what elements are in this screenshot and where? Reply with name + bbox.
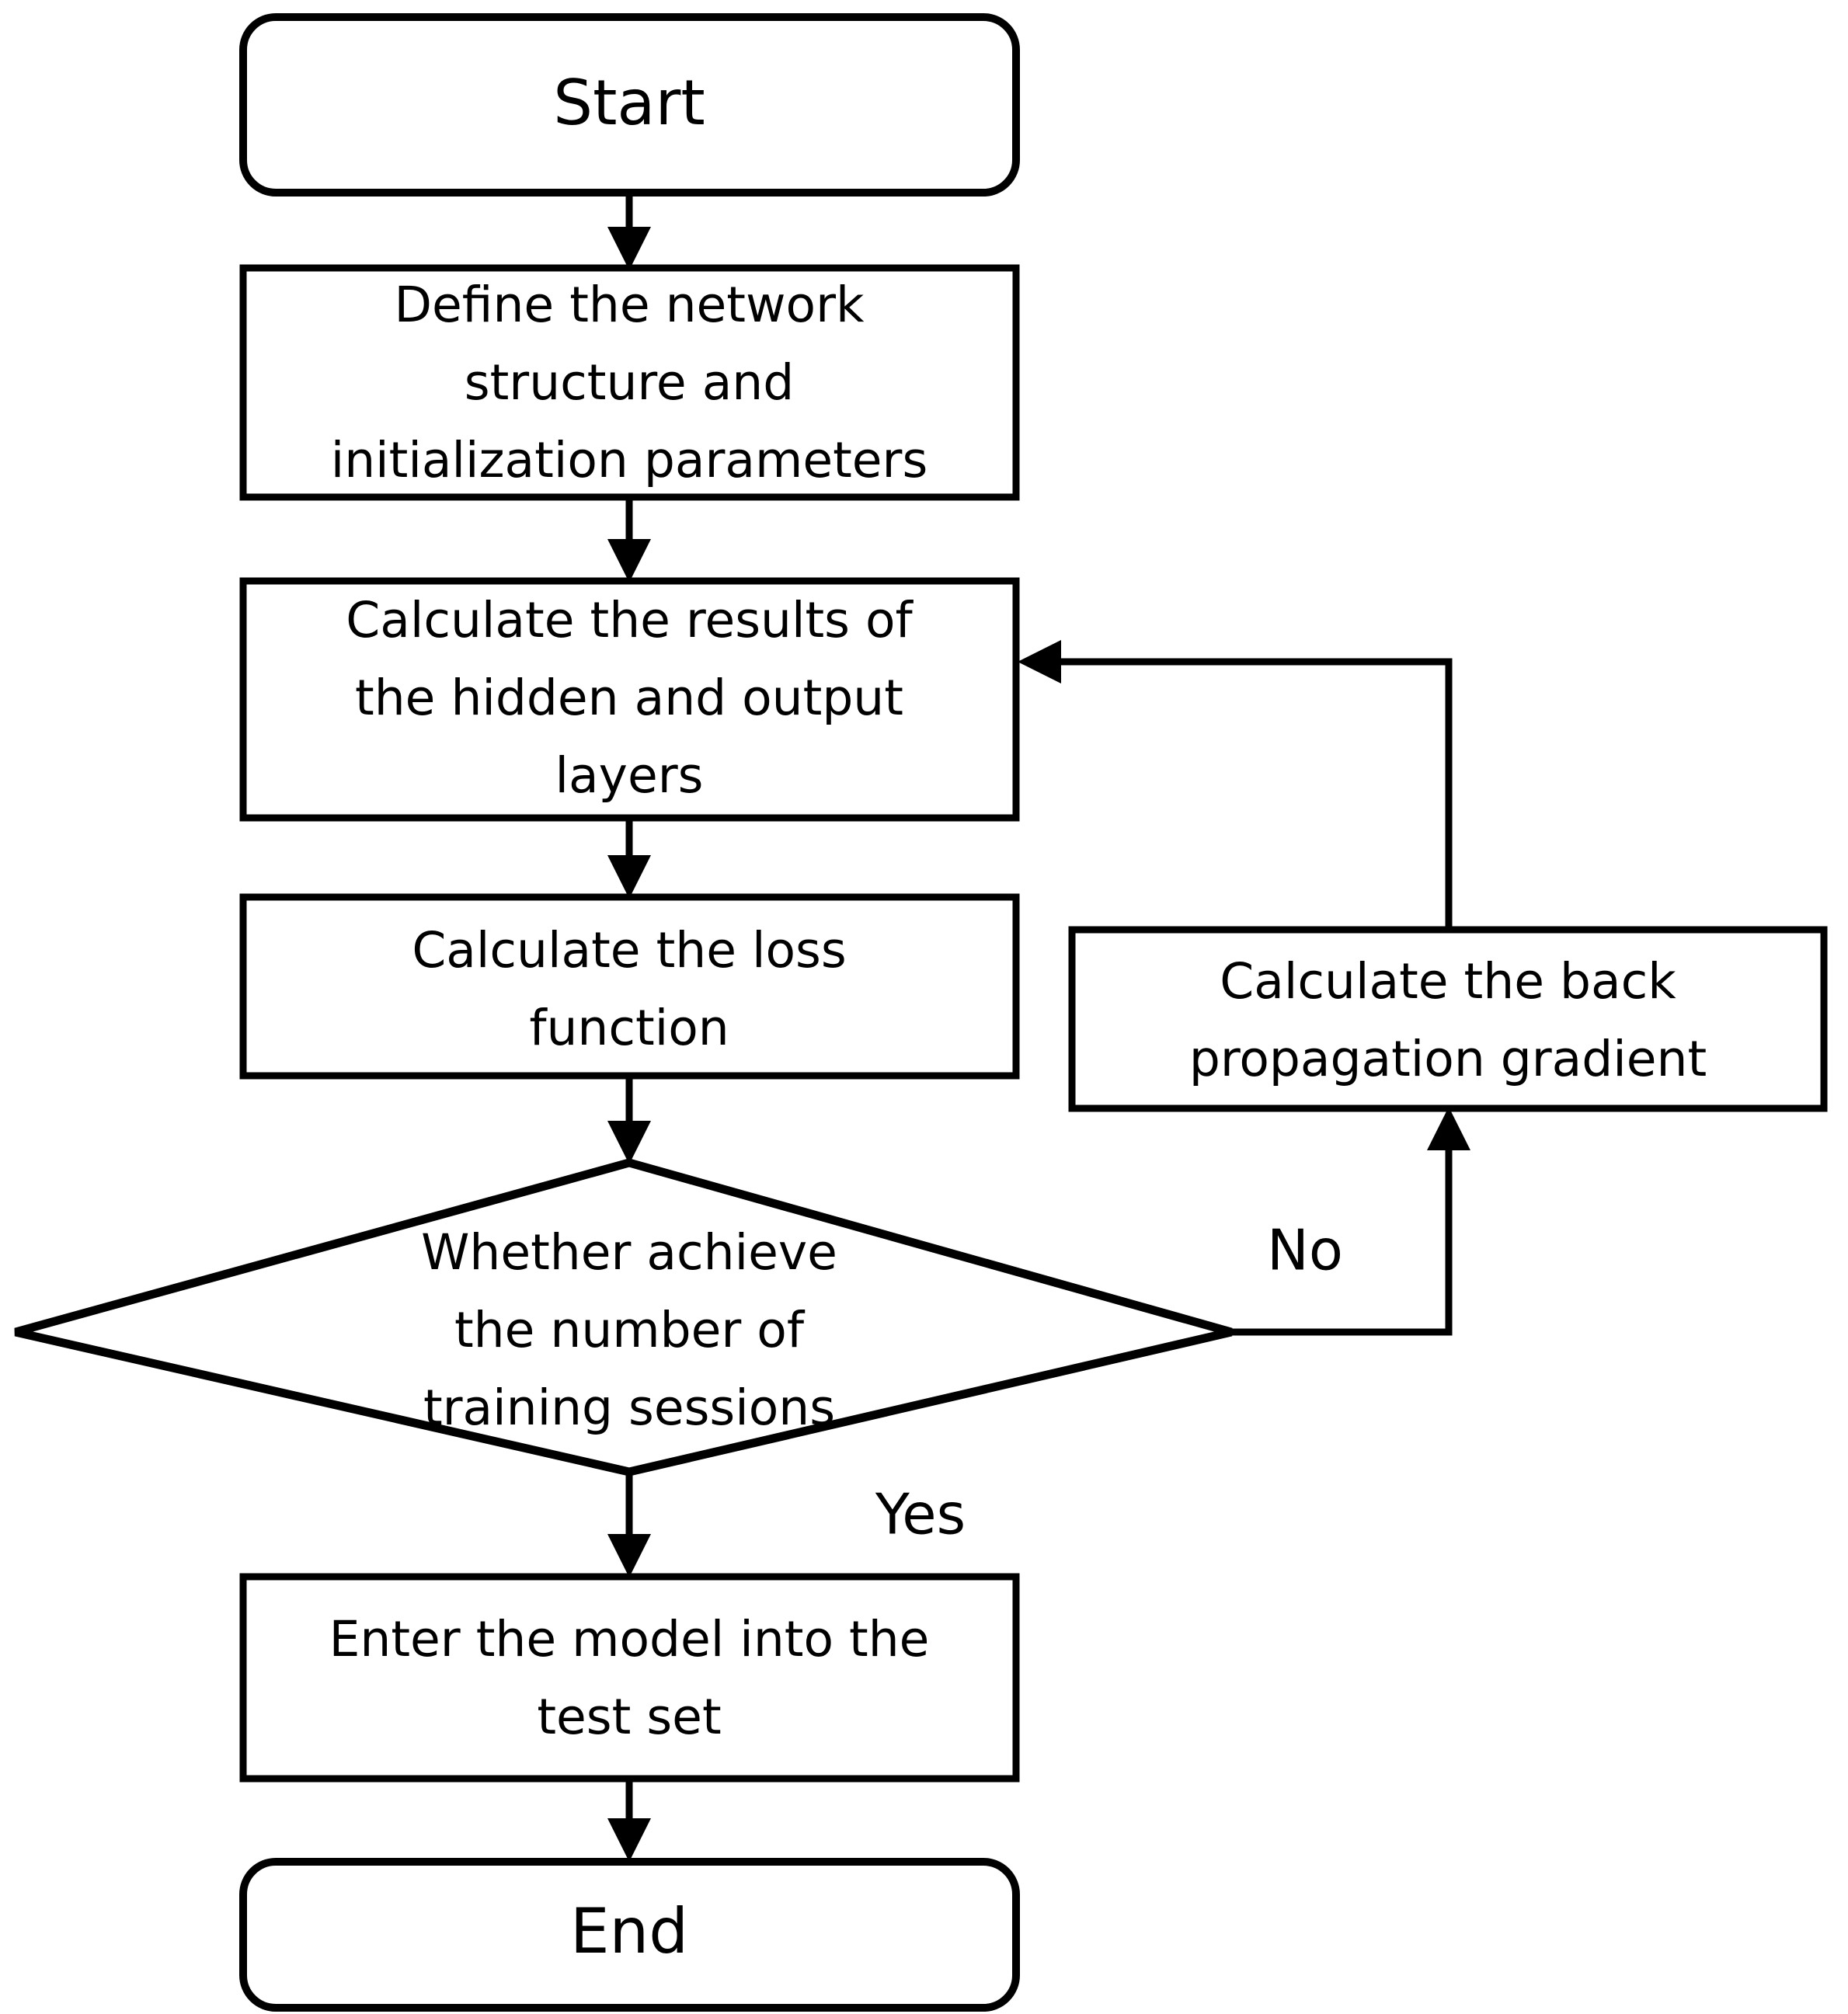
backprop-line-1: Calculate the back [1220, 953, 1676, 1010]
backprop-shape [1068, 926, 1828, 1112]
loss-shape [239, 893, 1020, 1080]
node-start[interactable]: Start [239, 13, 1020, 197]
connector-test-to-end [607, 1779, 651, 1862]
node-loss-function[interactable]: Calculate the loss function [239, 893, 1020, 1080]
test-line-1: Enter the model into the [329, 1611, 930, 1668]
connector-decision-yes-to-test [607, 1472, 651, 1577]
loss-line-2: function [529, 1000, 729, 1056]
decision-line-2: the number of [454, 1302, 806, 1358]
connector-decision-no-to-backprop [1231, 1107, 1470, 1336]
backprop-line-2: propagation gradient [1189, 1031, 1707, 1087]
node-define-network[interactable]: Define the network structure and initial… [239, 264, 1020, 501]
edge-label-yes: Yes [875, 1482, 966, 1547]
decision-line-3: training sessions [423, 1379, 835, 1436]
node-forward-pass[interactable]: Calculate the results of the hidden and … [239, 577, 1020, 822]
start-label: Start [553, 67, 705, 139]
end-shape [239, 1858, 1020, 2012]
node-backprop-gradient[interactable]: Calculate the back propagation gradient [1068, 926, 1828, 1112]
define-line-3: initialization parameters [331, 432, 928, 489]
connector-start-to-define [607, 193, 651, 270]
define-shape [239, 264, 1020, 501]
edge-label-no: No [1267, 1218, 1343, 1283]
decision-shape [14, 1158, 1233, 1477]
start-shape [239, 13, 1020, 197]
forward-shape [239, 577, 1020, 822]
forward-line-1: Calculate the results of [346, 592, 914, 649]
decision-line-1: Whether achieve [421, 1224, 837, 1281]
node-end[interactable]: End [239, 1858, 1020, 2012]
node-enter-test-set[interactable]: Enter the model into the test set [239, 1573, 1020, 1783]
connector-define-to-forward [607, 497, 651, 583]
connector-loss-to-decision [607, 1076, 651, 1164]
define-line-1: Define the network [395, 277, 865, 333]
define-line-2: structure and [465, 354, 794, 411]
test-shape [239, 1573, 1020, 1783]
connector-backprop-to-forward [1018, 640, 1453, 930]
loss-line-1: Calculate the loss [412, 922, 846, 979]
connector-forward-to-loss [607, 818, 651, 899]
forward-line-3: layers [555, 747, 704, 804]
end-label: End [570, 1895, 688, 1967]
forward-line-2: the hidden and output [355, 670, 903, 726]
test-line-2: test set [537, 1689, 721, 1745]
node-decision-training-sessions[interactable]: Whether achieve the number of training s… [14, 1158, 1233, 1477]
